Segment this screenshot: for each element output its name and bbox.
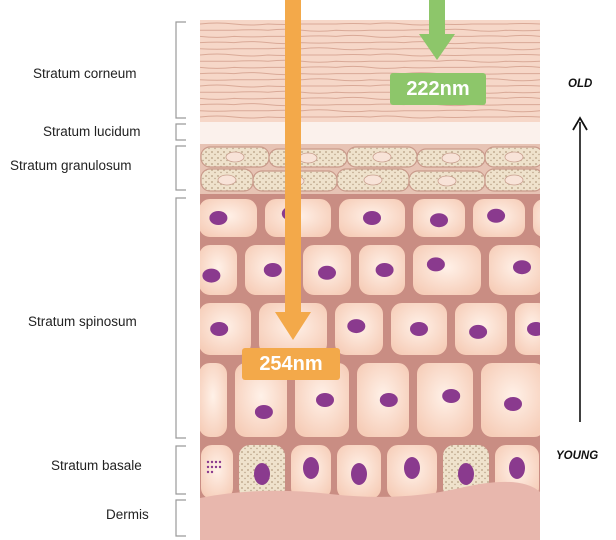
cell-nucleus (527, 322, 545, 336)
cell-nucleus (210, 322, 228, 336)
spinosum-cell (532, 198, 568, 238)
layer-brackets (176, 22, 186, 536)
label-young: YOUNG (556, 450, 598, 462)
granulosum-nucleus (218, 175, 236, 185)
chromosome-speck (211, 466, 213, 468)
cell-nucleus (316, 393, 334, 407)
cell-nucleus (513, 260, 531, 274)
spinosum-cell (198, 198, 258, 238)
layer-bracket (176, 446, 186, 494)
chromosome-speck (211, 471, 213, 473)
label-old: OLD (568, 78, 592, 90)
chromosome-speck (207, 466, 209, 468)
cell-nucleus (202, 269, 220, 283)
granulosum-nucleus (442, 153, 460, 163)
cell-nucleus (404, 457, 420, 479)
cell-nucleus (351, 463, 367, 485)
granulosum-nucleus (505, 175, 523, 185)
cell-nucleus (209, 211, 227, 225)
cell-nucleus (504, 397, 522, 411)
label-dermis: Dermis (106, 507, 149, 522)
stratum-corneum-region (200, 20, 540, 122)
layer-bracket (176, 22, 186, 118)
layer-bracket (176, 146, 186, 190)
label-stratum-basale: Stratum basale (51, 458, 142, 473)
cell-nucleus (318, 266, 336, 280)
granulosum-nucleus (299, 153, 317, 163)
granulosum-nucleus (505, 152, 523, 162)
cell-nucleus (442, 389, 460, 403)
badge-222nm: 222nm (390, 73, 486, 105)
granulosum-nucleus (438, 176, 456, 186)
granulosum-nucleus (364, 175, 382, 185)
spinosum-cell (412, 244, 482, 296)
cell-nucleus (487, 209, 505, 223)
label-stratum-corneum: Stratum corneum (33, 66, 137, 81)
chromosome-speck (207, 471, 209, 473)
cell-nucleus (427, 257, 445, 271)
skin-layers (198, 20, 574, 540)
cell-nucleus (255, 405, 273, 419)
cell-nucleus (363, 211, 381, 225)
cell-nucleus (458, 463, 474, 485)
cell-nucleus (469, 325, 487, 339)
chromosome-speck (211, 461, 213, 463)
spinosum-cell (198, 362, 228, 438)
stratum-lucidum-region (200, 122, 540, 144)
layer-bracket (176, 198, 186, 438)
chromosome-speck (215, 466, 217, 468)
cell-nucleus (376, 263, 394, 277)
spinosum-cell (198, 244, 238, 296)
cell-nucleus (509, 457, 525, 479)
granulosum-nucleus (226, 152, 244, 162)
cell-nucleus (380, 393, 398, 407)
cell-nucleus (264, 263, 282, 277)
granulosum-nucleus (373, 152, 391, 162)
layer-bracket (176, 500, 186, 536)
basale-cell (200, 444, 234, 500)
chromosome-speck (215, 461, 217, 463)
cell-nucleus (410, 322, 428, 336)
age-arrow (573, 118, 587, 422)
cell-nucleus (303, 457, 319, 479)
chromosome-speck (207, 461, 209, 463)
chromosome-speck (219, 461, 221, 463)
label-stratum-spinosum: Stratum spinosum (28, 314, 137, 329)
cell-nucleus (430, 213, 448, 227)
badge-254nm: 254nm (242, 348, 340, 380)
chromosome-speck (219, 466, 221, 468)
label-stratum-lucidum: Stratum lucidum (43, 124, 141, 139)
label-stratum-granulosum: Stratum granulosum (10, 158, 132, 173)
cell-nucleus (254, 463, 270, 485)
cell-nucleus (347, 319, 365, 333)
layer-bracket (176, 124, 186, 140)
